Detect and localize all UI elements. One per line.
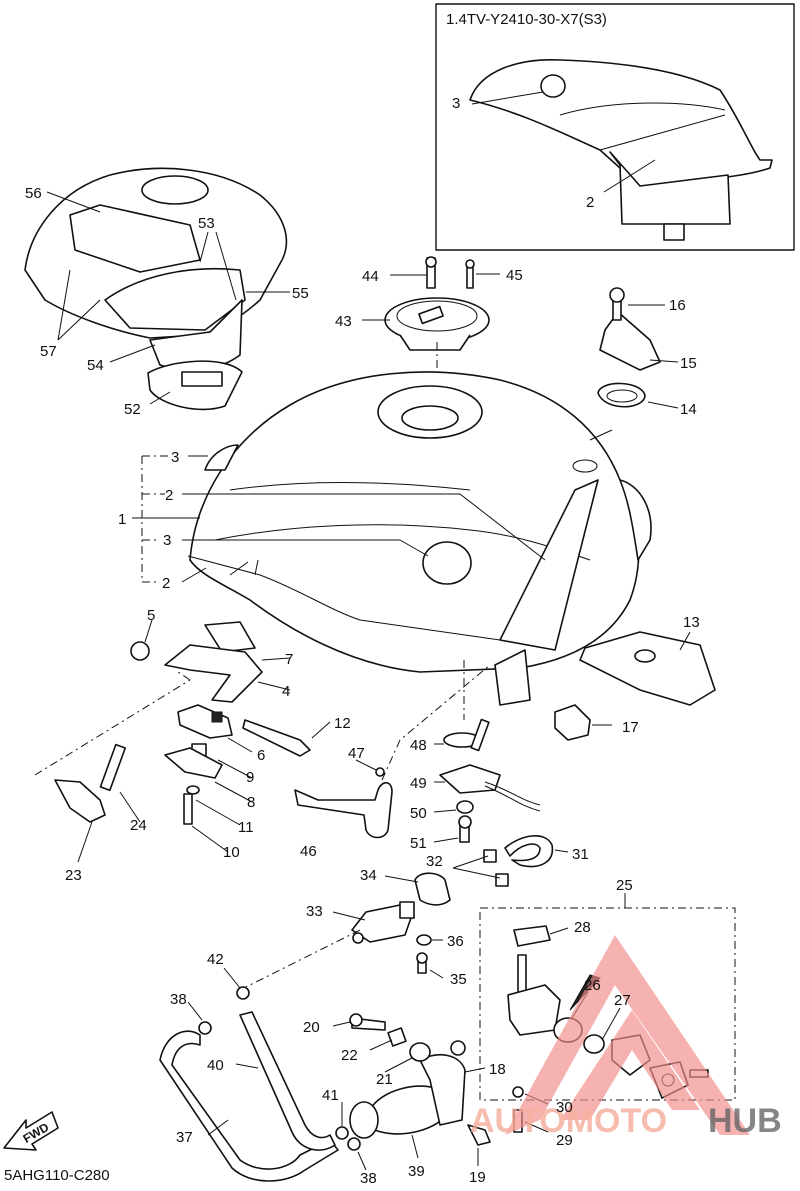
- callout-13: 13: [683, 614, 700, 631]
- callout-1: 1: [118, 511, 126, 528]
- callout-45: 45: [506, 267, 523, 284]
- callout-2: 2: [162, 575, 170, 592]
- callout-52: 52: [124, 401, 141, 418]
- callout-41: 41: [322, 1087, 339, 1104]
- fuel-pump-group: [159, 967, 491, 1182]
- fuel-hose-group: [239, 835, 569, 991]
- callout-24: 24: [130, 817, 147, 834]
- callout-38: 38: [170, 991, 187, 1008]
- callout-6: 6: [257, 747, 265, 764]
- front-mount-parts: [34, 619, 331, 863]
- callout-4: 4: [282, 683, 290, 700]
- callout-55: 55: [292, 285, 309, 302]
- callout-21: 21: [376, 1071, 393, 1088]
- callout-17: 17: [622, 719, 639, 736]
- rear-mount-parts: [554, 287, 716, 741]
- callout-33: 33: [306, 903, 323, 920]
- fuel-sender-group: [294, 660, 541, 843]
- callout-34: 34: [360, 867, 377, 884]
- callout-18: 18: [489, 1061, 506, 1078]
- callout-23: 23: [65, 867, 82, 884]
- callout-16: 16: [669, 297, 686, 314]
- callout-40: 40: [207, 1057, 224, 1074]
- callout-27: 27: [614, 992, 631, 1009]
- callout-44: 44: [362, 268, 379, 285]
- callout-57: 57: [40, 343, 57, 360]
- watermark-text-right: HUB: [708, 1102, 782, 1140]
- callout-labels: 1 2 2 2 3 3 3 4 5 6 7 8 9 10 11 12 13 14…: [25, 95, 700, 1187]
- fuel-tank: [132, 371, 652, 706]
- callout-5: 5: [147, 607, 155, 624]
- callout-11: 11: [238, 819, 254, 836]
- callout-15: 15: [680, 355, 697, 372]
- callout-3: 3: [452, 95, 460, 112]
- callout-3: 3: [171, 449, 179, 466]
- tank-cover-group: [24, 167, 290, 411]
- callout-49: 49: [410, 775, 427, 792]
- diagram-code: 5AHG110-C280: [4, 1167, 110, 1184]
- callout-30: 30: [556, 1099, 573, 1116]
- inset-panel: 1.4TV-Y2410-30-X7(S3): [435, 3, 795, 251]
- callout-14: 14: [680, 401, 697, 418]
- fwd-arrow-icon: FWD: [3, 1111, 59, 1151]
- callout-12: 12: [334, 715, 351, 732]
- callout-38: 38: [360, 1170, 377, 1186]
- callout-28: 28: [574, 919, 591, 936]
- callout-53: 53: [198, 215, 215, 232]
- callout-19: 19: [469, 1169, 486, 1186]
- callout-50: 50: [410, 805, 427, 822]
- callout-37: 37: [176, 1129, 193, 1146]
- callout-26: 26: [584, 977, 601, 994]
- fuel-cap-group: [362, 256, 500, 408]
- callout-9: 9: [246, 769, 254, 786]
- callout-42: 42: [207, 951, 224, 968]
- callout-22: 22: [341, 1047, 358, 1064]
- callout-25: 25: [616, 877, 633, 894]
- callout-54: 54: [87, 357, 104, 374]
- inset-title: 1.4TV-Y2410-30-X7(S3): [446, 11, 607, 28]
- callout-51: 51: [410, 835, 427, 852]
- callout-48: 48: [410, 737, 427, 754]
- callout-10: 10: [223, 844, 240, 861]
- callout-2: 2: [586, 194, 594, 211]
- callout-46: 46: [300, 843, 317, 860]
- callout-29: 29: [556, 1132, 573, 1149]
- callout-31: 31: [572, 846, 589, 863]
- callout-8: 8: [247, 794, 255, 811]
- watermark-logo: AUTOMOTO HUB: [470, 935, 782, 1140]
- callout-35: 35: [450, 971, 467, 988]
- callout-7: 7: [285, 651, 293, 668]
- callout-3: 3: [163, 532, 171, 549]
- callout-56: 56: [25, 185, 42, 202]
- callout-32: 32: [426, 853, 443, 870]
- callout-20: 20: [303, 1019, 320, 1036]
- callout-2: 2: [165, 487, 173, 504]
- watermark-text-left: AUTOMOTO: [470, 1102, 667, 1140]
- callout-43: 43: [335, 313, 352, 330]
- watermark-triangle: [505, 935, 750, 1135]
- callout-39: 39: [408, 1163, 425, 1180]
- callout-36: 36: [447, 933, 464, 950]
- callout-47: 47: [348, 745, 365, 762]
